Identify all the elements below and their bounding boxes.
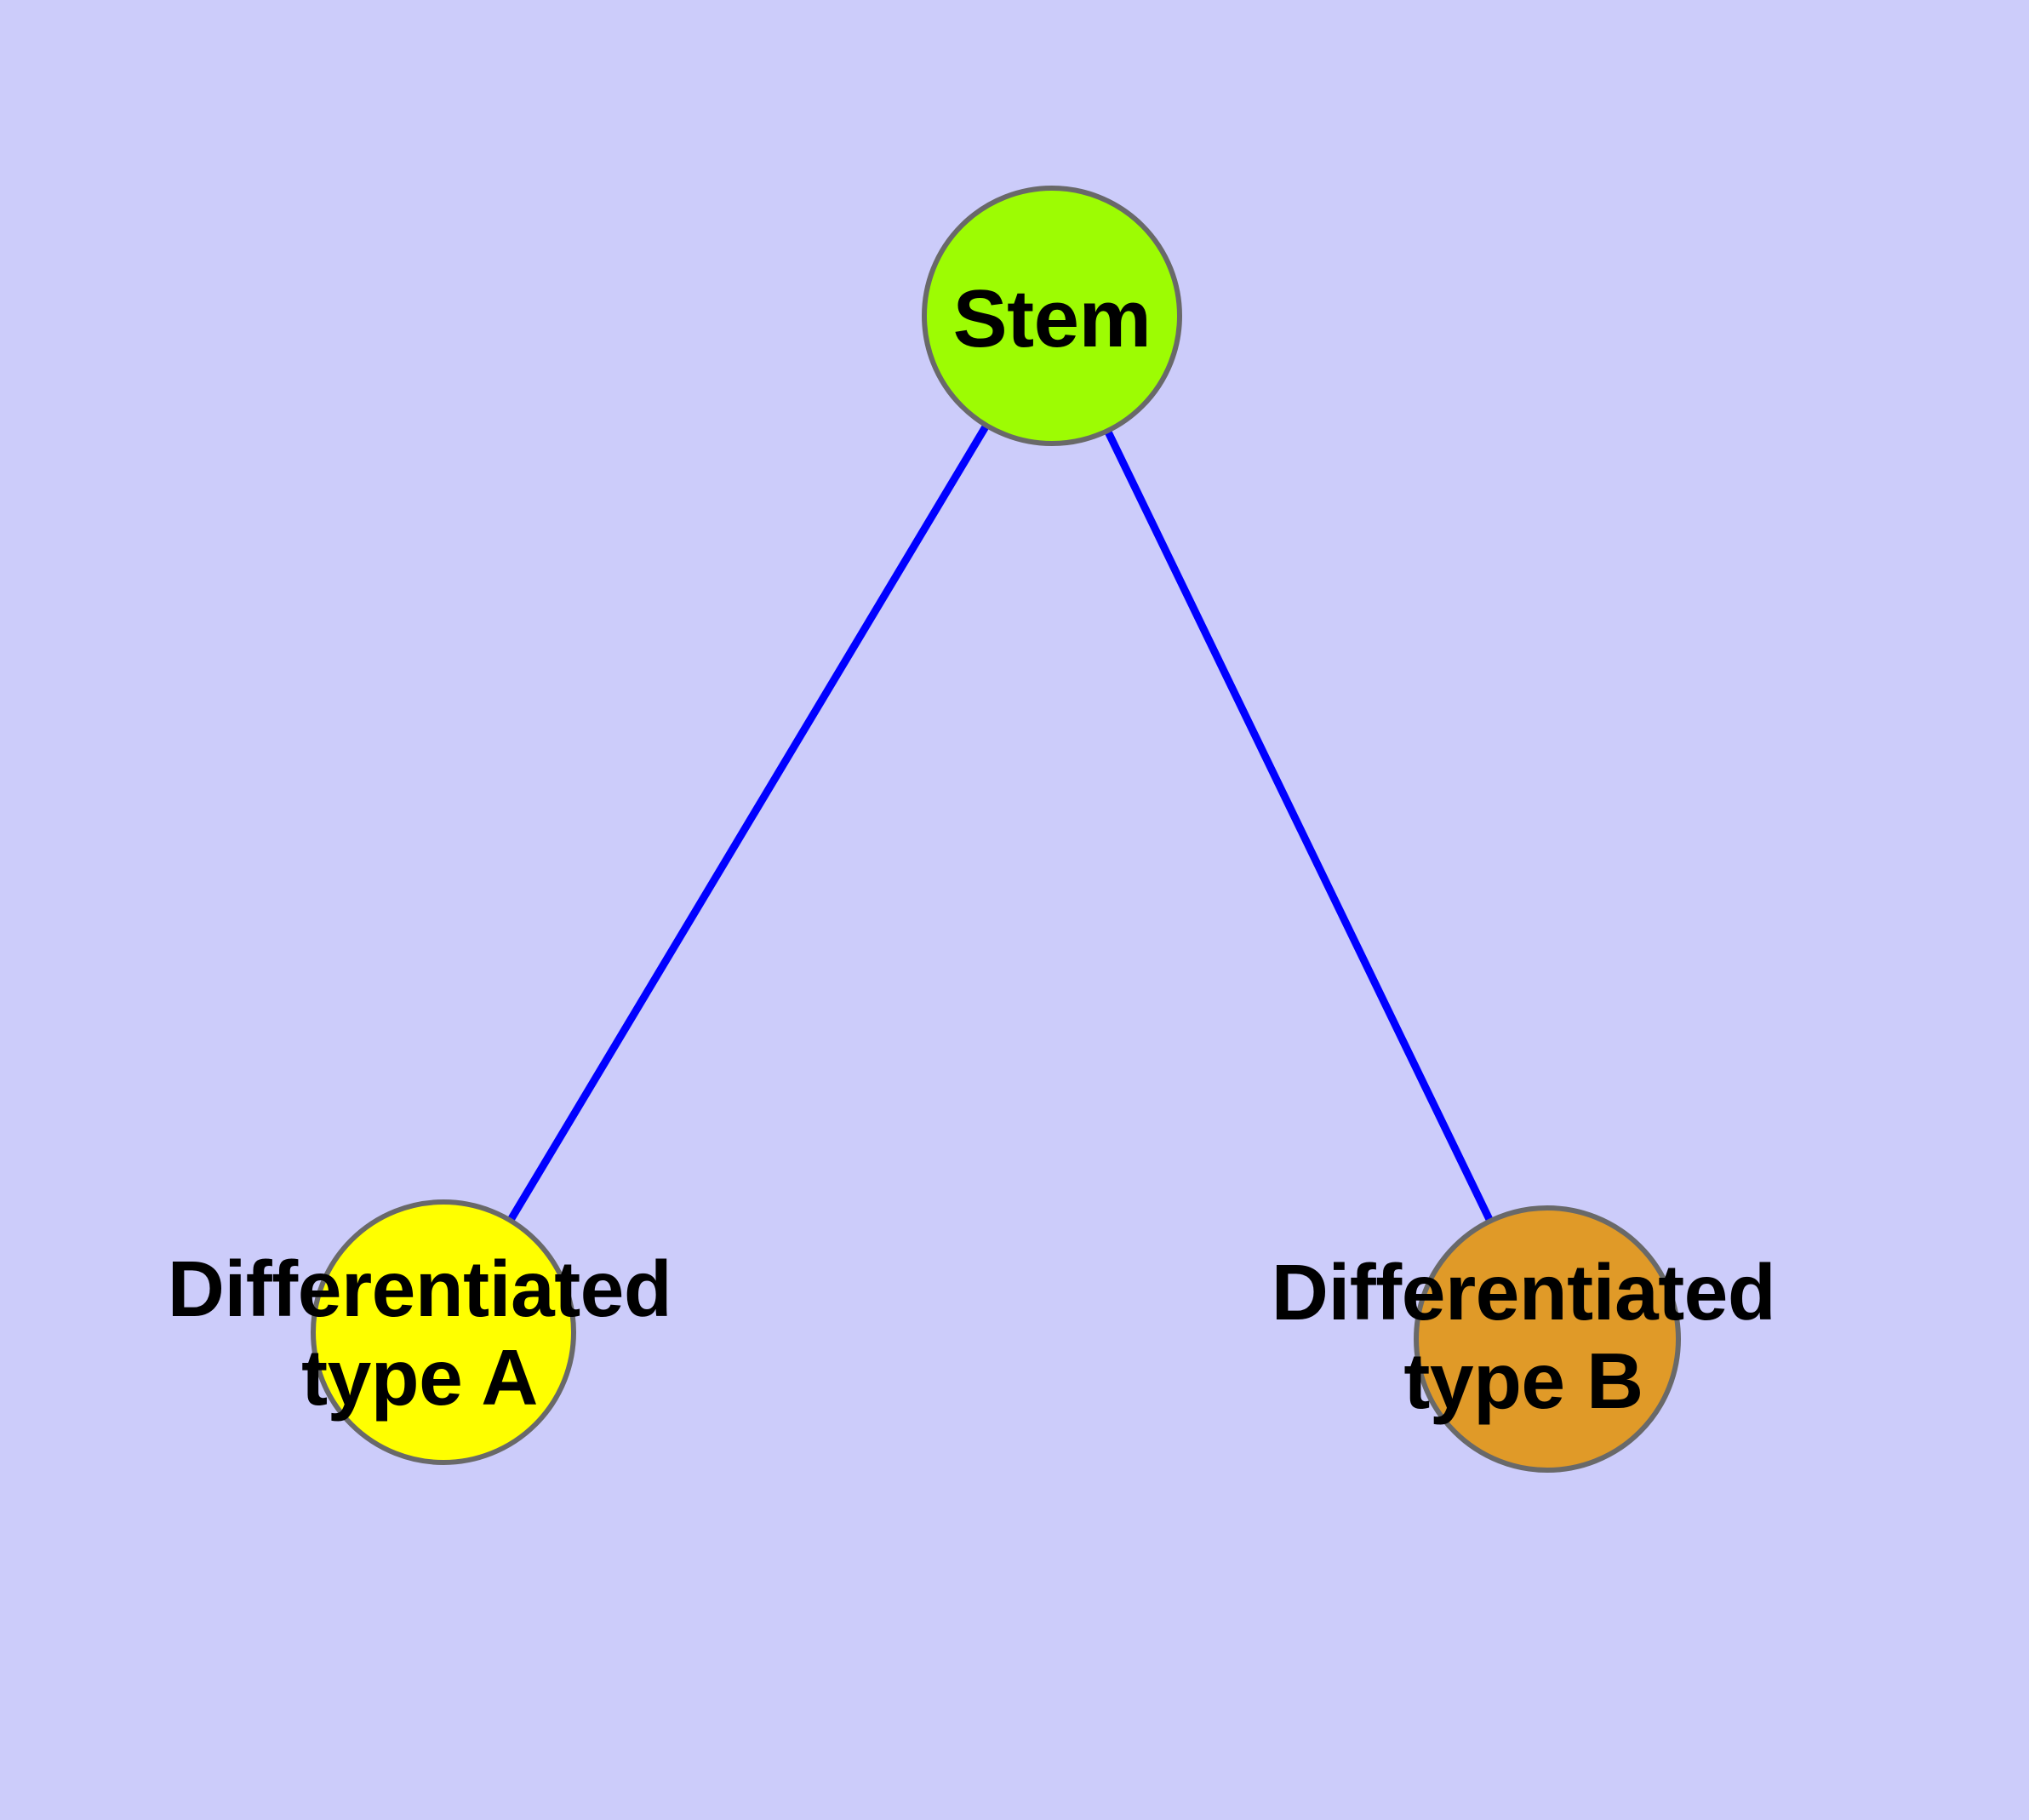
graph-node-stem[interactable] — [922, 186, 1182, 446]
node-layer — [311, 186, 1681, 1473]
graph-node-diff-b[interactable] — [1414, 1205, 1681, 1473]
graph-edge-stem-to-diff-b[interactable] — [1103, 427, 1495, 1225]
graph-node-diff-a[interactable] — [311, 1199, 576, 1465]
edge-layer — [506, 421, 1495, 1225]
graph-edge-stem-to-diff-a[interactable] — [506, 421, 991, 1224]
